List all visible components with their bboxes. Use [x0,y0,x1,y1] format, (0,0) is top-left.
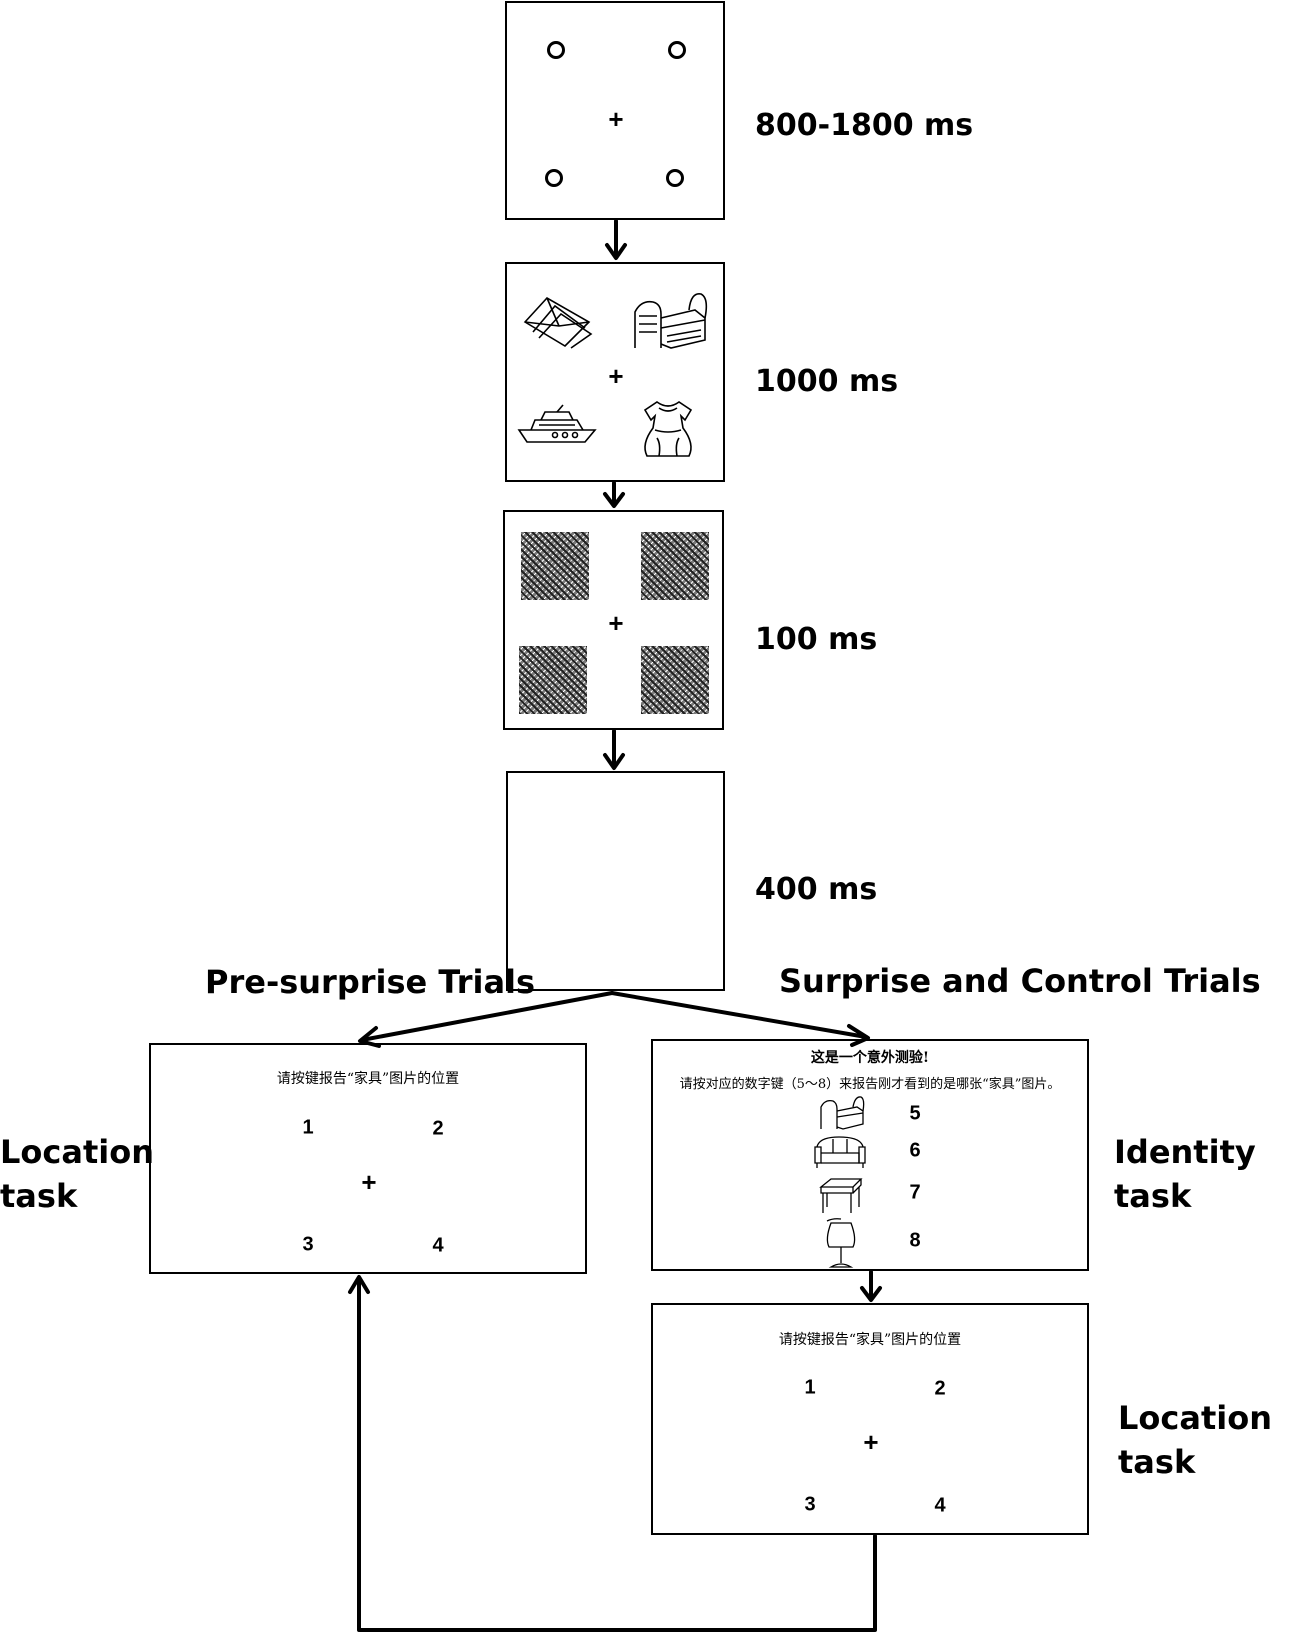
arrow-blank-to-surprise [610,991,868,1039]
dress-icon [643,401,693,457]
fixation-cross: + [863,1427,879,1457]
identity-task-label: Identity task [1114,1133,1256,1215]
mask-duration: 100 ms [755,622,878,657]
placeholder-circle-bottom-right [666,169,684,187]
fixation-cross: + [608,104,624,134]
fixation-cross: + [608,608,624,638]
envelope-icon [523,296,593,349]
fixation-frame: + [505,1,725,220]
identity-option-8: 8 [909,1229,921,1252]
location-task-label-right: Location task [1118,1399,1272,1481]
blank-frame [506,771,725,991]
arrow-blank-to-pre-surprise [360,991,614,1042]
identity-task-frame: 这是一个意外测验! 请按对应的数字键（5～8）来报告刚才看到的是哪张“家具”图片… [651,1039,1089,1271]
bed-icon [634,293,708,349]
sofa-icon [814,1136,866,1168]
position-3: 3 [302,1233,314,1256]
encoding-duration: 1000 ms [755,364,899,399]
position-4: 4 [934,1494,946,1517]
placeholder-circle-bottom-left [545,169,563,187]
location-prompt: 请按键报告“家具”图片的位置 [276,1071,460,1087]
location-task-label-left: Location task [0,1133,154,1215]
location-task-frame-left: 请按键报告“家具”图片的位置 1 2 3 4 + [149,1043,587,1274]
blank-duration: 400 ms [755,872,878,907]
mask-pattern-bottom-right [641,646,709,714]
fixation-cross: + [361,1167,377,1197]
position-1: 1 [804,1376,816,1399]
position-2: 2 [934,1377,946,1400]
loop-back-connector [357,1278,877,1632]
encoding-frame: + [505,262,725,482]
lamp-icon [826,1218,856,1268]
mask-pattern-top-right [641,532,709,600]
fixation-duration: 800-1800 ms [755,108,974,143]
mask-frame: + [503,510,724,730]
location-prompt: 请按键报告“家具”图片的位置 [778,1332,962,1348]
identity-prompt-line2: 请按对应的数字键（5～8）来报告刚才看到的是哪张“家具”图片。 [679,1077,1061,1092]
position-2: 2 [432,1117,444,1140]
fixation-cross: + [608,361,624,391]
surprise-control-trials-label: Surprise and Control Trials [779,962,1261,1000]
position-3: 3 [804,1493,816,1516]
identity-option-5: 5 [909,1102,921,1125]
mask-pattern-top-left [521,532,589,600]
placeholder-circle-top-right [668,41,686,59]
pre-surprise-trials-label: Pre-surprise Trials [205,963,536,1001]
placeholder-circle-top-left [547,41,565,59]
position-4: 4 [432,1234,444,1257]
identity-option-7: 7 [909,1181,921,1204]
bed-icon [820,1096,865,1130]
mask-pattern-bottom-left [519,646,587,714]
position-1: 1 [302,1116,314,1139]
identity-option-6: 6 [909,1139,921,1162]
location-task-frame-right: 请按键报告“家具”图片的位置 1 2 3 4 + [651,1303,1089,1535]
table-icon [819,1178,863,1213]
identity-prompt-line1: 这是一个意外测验! [810,1050,930,1066]
boat-icon [517,404,597,443]
